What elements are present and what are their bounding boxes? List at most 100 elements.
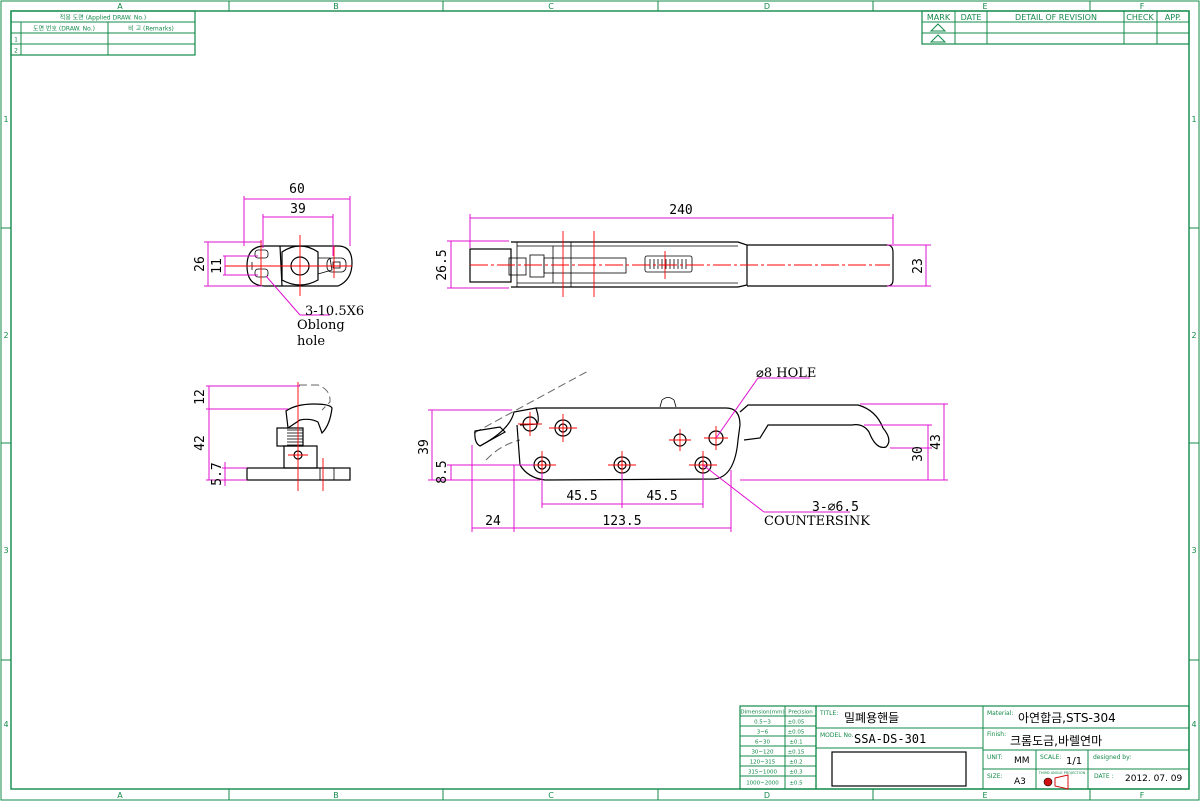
dim-top-height-26: 26 bbox=[193, 256, 208, 272]
applied-table-row-2: 2 bbox=[14, 48, 18, 55]
applied-table-row-1: 1 bbox=[14, 37, 18, 44]
dim-front-width-45-5-a: 45.5 bbox=[566, 489, 597, 504]
revision-triangle-icon bbox=[929, 23, 947, 43]
dim-front-height-8-5: 8.5 bbox=[435, 460, 450, 483]
size-label: SIZE: bbox=[987, 773, 1003, 780]
zone-bottom-d: D bbox=[764, 791, 770, 800]
front-hole-centerlines bbox=[518, 412, 728, 479]
material-label: Material: bbox=[987, 710, 1013, 717]
title-label: TITLE: bbox=[819, 710, 838, 717]
tolerance-value: ±0.2 bbox=[789, 760, 802, 766]
dim-top-height-11: 11 bbox=[210, 258, 225, 274]
applied-drawing-table: 적용 도면 (Applied DRAW. No.) 도면 번호 (DRAW. N… bbox=[10, 10, 196, 56]
applied-table-col-drawno: 도면 번호 (DRAW. No.) bbox=[33, 25, 95, 33]
zone-top-e: E bbox=[982, 2, 987, 11]
zone-top-f: F bbox=[1140, 2, 1145, 11]
top-view-end: 60 39 26 11 3-10.5X6 Oblong hole bbox=[193, 182, 364, 349]
title-value: 밀폐용핸들 bbox=[844, 710, 899, 725]
zone-right-2: 2 bbox=[1191, 331, 1196, 340]
zone-right-4: 4 bbox=[1191, 720, 1196, 729]
dim-front-height-30: 30 bbox=[911, 446, 926, 462]
tolerance-value: ±0.1 bbox=[789, 740, 802, 746]
tolerance-range: 6~30 bbox=[755, 740, 771, 746]
zone-left-3: 3 bbox=[3, 546, 8, 555]
zone-top-a: A bbox=[117, 2, 123, 11]
finish-value: 크롬도금,바렐연마 bbox=[1010, 734, 1102, 748]
tolerance-value: ±0.5 bbox=[789, 781, 803, 787]
date-value: 2012. 07. 09 bbox=[1125, 774, 1183, 784]
tolerance-value: ±0.15 bbox=[788, 750, 805, 756]
dim-top-width-39: 39 bbox=[290, 202, 306, 217]
dim-front-width-24: 24 bbox=[485, 514, 501, 529]
tolerance-range: 30~120 bbox=[751, 750, 774, 756]
zone-bottom-b: B bbox=[333, 791, 339, 800]
zone-bottom-f: F bbox=[1140, 791, 1145, 800]
material-value: 아연합금,STS-304 bbox=[1018, 711, 1116, 725]
tolerance-header-precision: Precision bbox=[788, 710, 813, 716]
countersink-callout: 3-⌀6.5 bbox=[812, 500, 859, 515]
model-value: SSA-DS-301 bbox=[854, 732, 926, 746]
tolerance-value: ±0.3 bbox=[789, 770, 803, 776]
oblong-hole-note-2: hole bbox=[297, 334, 325, 349]
tolerance-range: 1000~2000 bbox=[746, 781, 779, 787]
revision-table: MARK DATE DETAIL OF REVISION CHECK APP. bbox=[921, 10, 1190, 45]
oblong-hole-note-1: Oblong bbox=[297, 318, 345, 333]
tolerance-range: 3~6 bbox=[757, 730, 769, 736]
tolerance-value: ±0.05 bbox=[788, 730, 805, 736]
designed-by-label: designed by: bbox=[1093, 754, 1131, 761]
zone-bottom-c: C bbox=[548, 791, 554, 800]
dim-side-height-12: 12 bbox=[193, 389, 208, 405]
applied-table-header: 적용 도면 (Applied DRAW. No.) bbox=[60, 14, 146, 22]
third-angle-projection-icon bbox=[1043, 774, 1069, 790]
scale-label: SCALE: bbox=[1040, 754, 1061, 761]
projection-label: THIRD ANGLE PROJECTION bbox=[1038, 771, 1086, 775]
side-view: 12 42 5.7 bbox=[193, 382, 351, 491]
zone-bottom-a: A bbox=[117, 791, 123, 800]
tolerance-header-dimension: Dimension(mm) bbox=[740, 710, 784, 716]
zone-left-4: 4 bbox=[3, 720, 8, 729]
dim-front-height-43: 43 bbox=[929, 434, 944, 450]
date-label: DATE : bbox=[1094, 773, 1114, 780]
zone-left-2: 2 bbox=[3, 331, 8, 340]
dim-front-width-123-5: 123.5 bbox=[602, 514, 641, 529]
grip-texture bbox=[649, 259, 687, 269]
tolerance-range: 315~1000 bbox=[748, 770, 778, 776]
finish-label: Finish: bbox=[987, 731, 1006, 738]
dim-front-width-45-5-b: 45.5 bbox=[646, 489, 677, 504]
title-block: Dimension(mm) Precision 0.5~3 ±0.05 3~6 … bbox=[739, 705, 1190, 790]
dim-plan-length-240: 240 bbox=[669, 203, 692, 218]
dim-plan-height-26-5: 26.5 bbox=[435, 249, 450, 280]
oblong-hole-callout: 3-10.5X6 bbox=[305, 304, 364, 319]
unit-value: MM bbox=[1014, 756, 1030, 766]
tolerance-range: 0.5~3 bbox=[754, 720, 771, 726]
countersink-note: COUNTERSINK bbox=[764, 514, 870, 529]
zone-right-1: 1 bbox=[1191, 115, 1196, 124]
applied-table-col-remarks: 비 고 (Remarks) bbox=[128, 25, 174, 33]
front-hole-8-callout: ⌀8 HOLE bbox=[756, 366, 816, 381]
size-value: A3 bbox=[1014, 777, 1026, 787]
top-view-plan: 240 26.5 23 bbox=[435, 203, 931, 297]
front-view: ⌀8 HOLE 39 8.5 30 43 45.5 45.5 24 123. bbox=[417, 366, 948, 532]
zone-bottom-e: E bbox=[982, 791, 987, 800]
zone-right-3: 3 bbox=[1191, 546, 1196, 555]
tolerance-value: ±0.05 bbox=[788, 720, 805, 726]
revision-col-date: DATE bbox=[961, 13, 982, 22]
zone-top-d: D bbox=[764, 2, 770, 11]
dim-plan-height-23: 23 bbox=[911, 258, 926, 274]
dim-front-height-39: 39 bbox=[417, 439, 432, 455]
revision-col-check: CHECK bbox=[1126, 13, 1154, 22]
zone-top-b: B bbox=[333, 2, 339, 11]
revision-col-app: APP. bbox=[1165, 13, 1181, 22]
zone-left-1: 1 bbox=[3, 115, 8, 124]
zone-top-c: C bbox=[548, 2, 554, 11]
dim-side-height-42: 42 bbox=[193, 435, 208, 451]
scale-value: 1/1 bbox=[1066, 756, 1082, 767]
dim-top-width-60: 60 bbox=[289, 182, 305, 197]
revision-col-mark: MARK bbox=[927, 13, 951, 22]
spring-coils bbox=[287, 429, 303, 446]
tolerance-range: 120~315 bbox=[750, 760, 776, 766]
revision-col-detail: DETAIL OF REVISION bbox=[1015, 13, 1097, 22]
dim-side-height-5-7: 5.7 bbox=[210, 462, 225, 485]
